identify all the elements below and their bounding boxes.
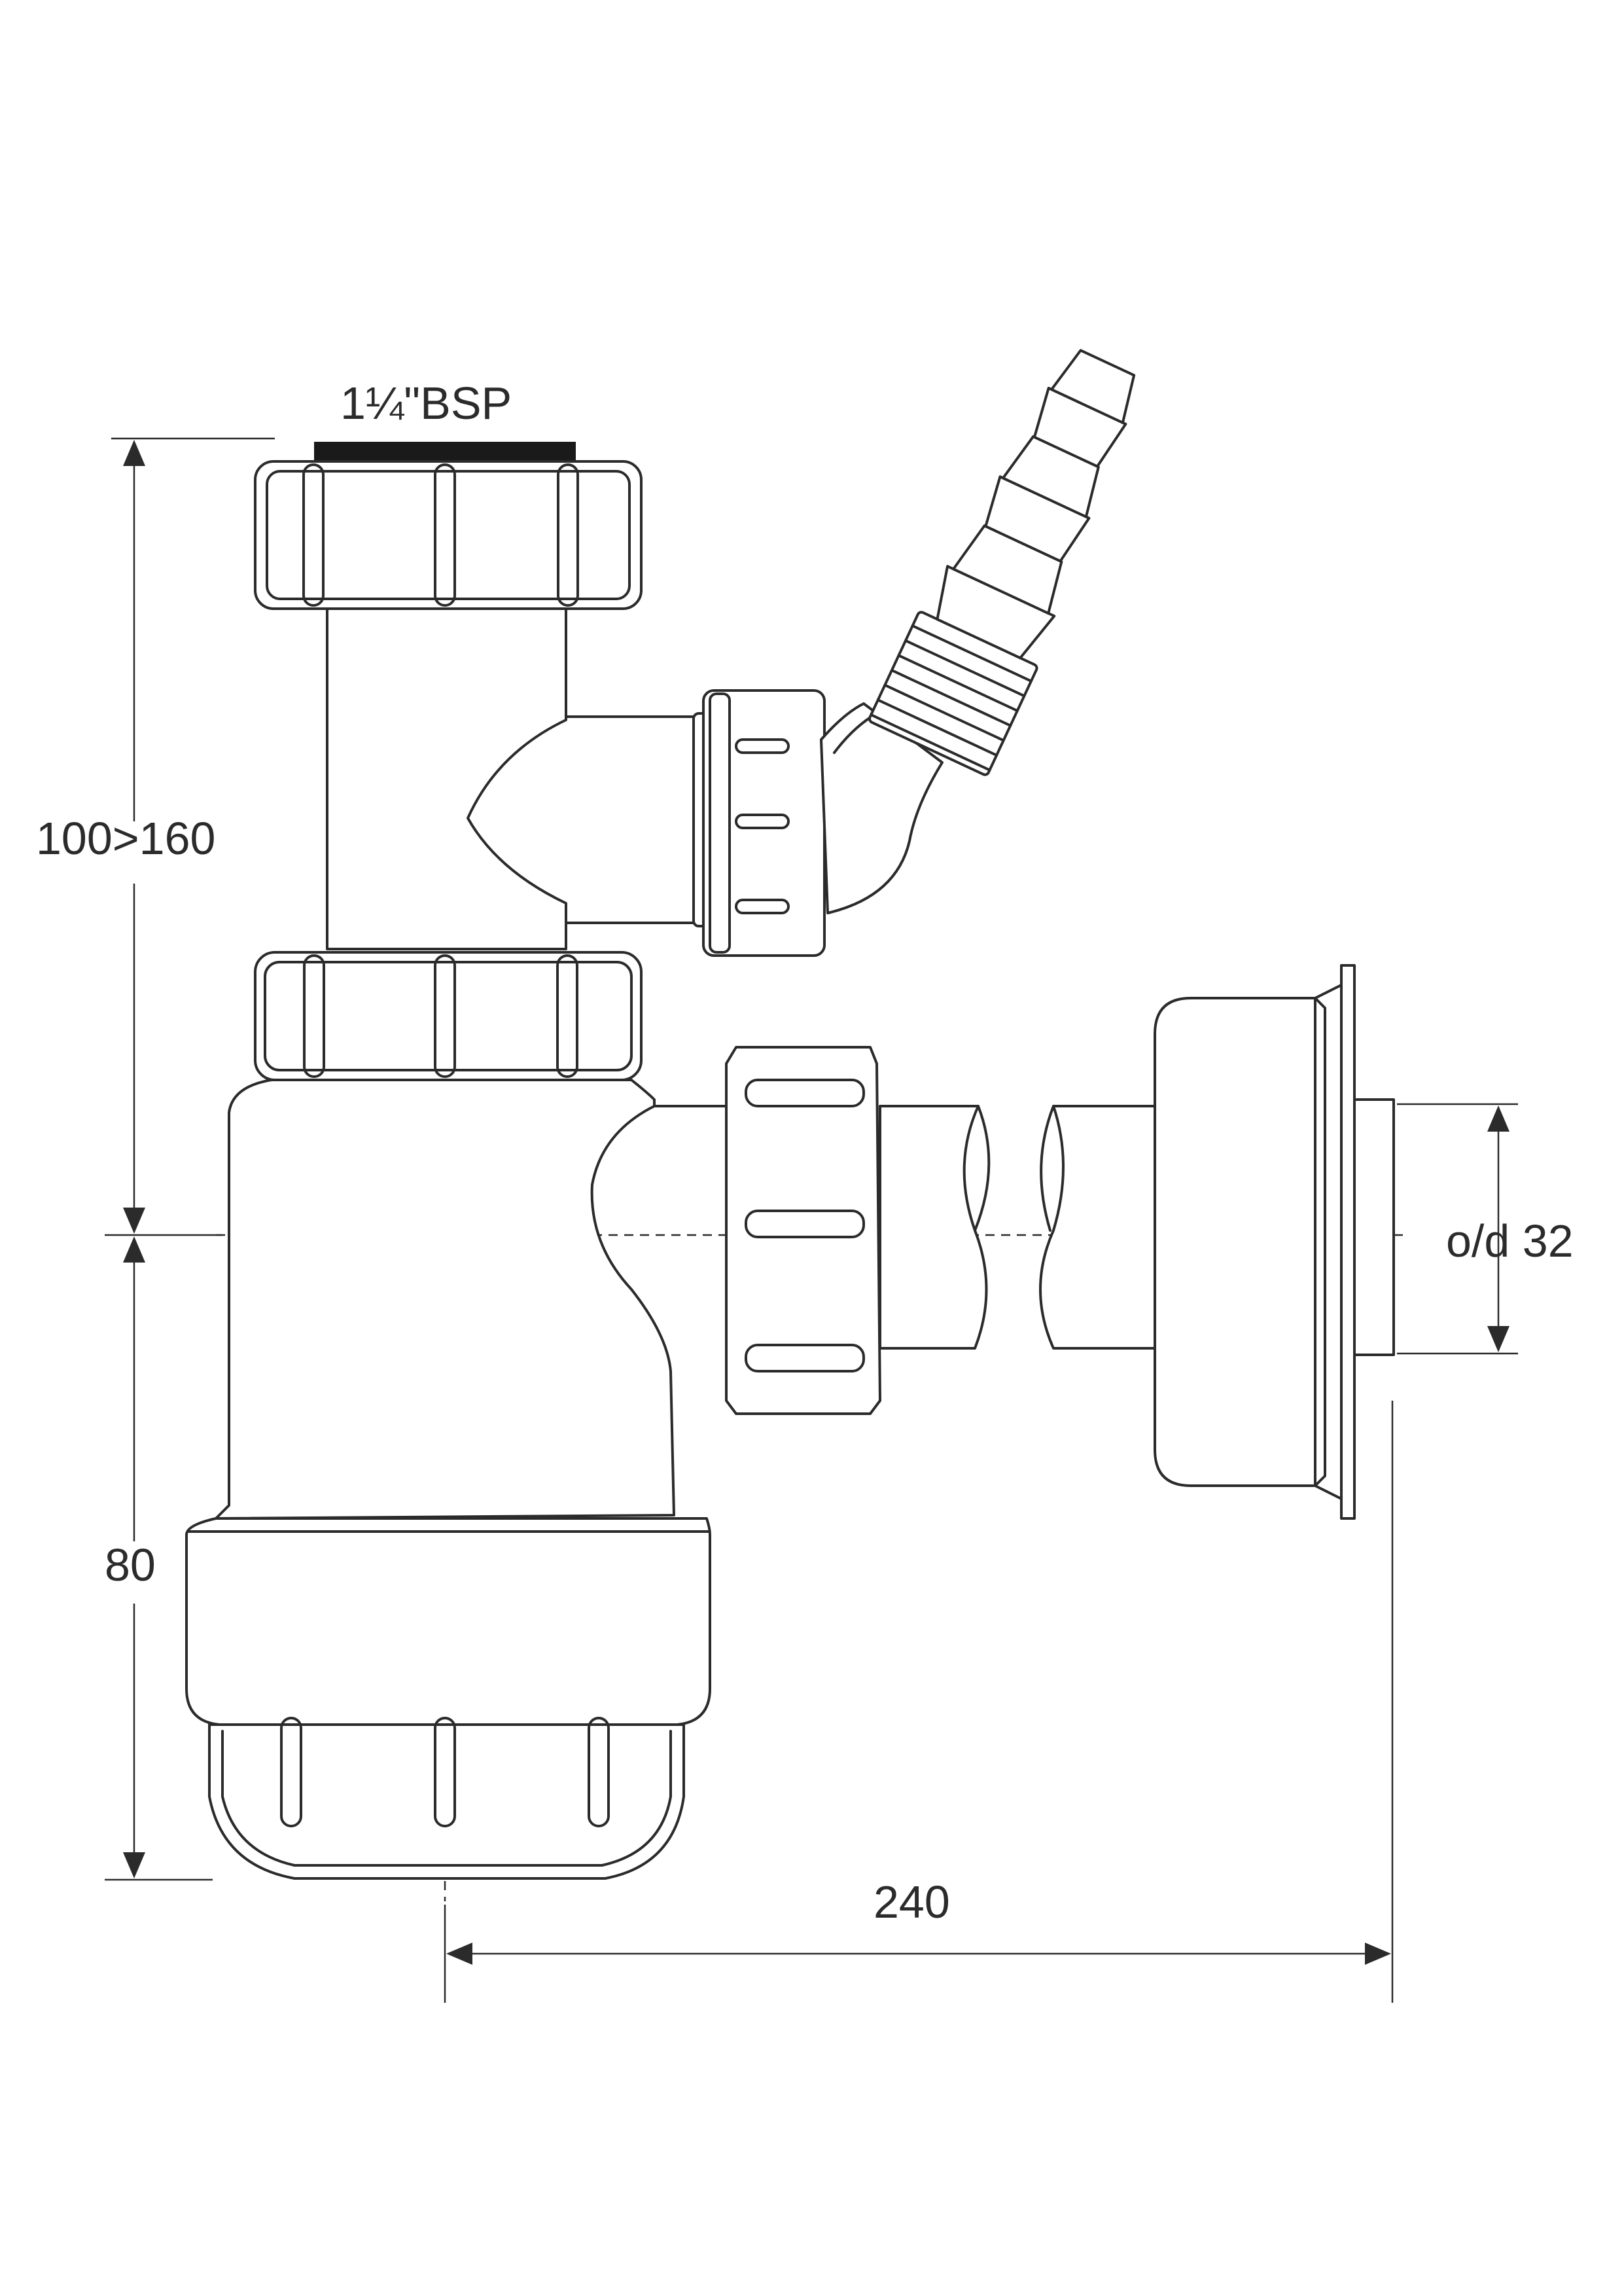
trap-body [215, 1079, 737, 1520]
wall-connector [1154, 964, 1395, 1520]
width-dimension [444, 1401, 1394, 2003]
outlet-diameter-label: o/d 32 [1446, 1215, 1574, 1266]
arrow-width-right [1365, 1943, 1391, 1965]
arrow-od-top [1487, 1105, 1509, 1132]
arrow-width-left [446, 1943, 472, 1965]
outlet-nut [725, 1046, 881, 1415]
arrow-mid-upper [123, 1208, 145, 1234]
arrow-mid-lower [123, 1236, 145, 1263]
side-branch [467, 689, 826, 957]
arrow-od-bottom [1487, 1326, 1509, 1352]
arrow-top [123, 440, 145, 466]
outlet-pipe-right [1039, 1105, 1156, 1350]
width-label: 240 [874, 1876, 950, 1928]
arrow-bottom [123, 1852, 145, 1878]
outlet-diameter-dimension [1397, 1103, 1518, 1355]
height-range-label: 100>160 [36, 813, 215, 864]
bottom-bowl [185, 1517, 711, 1880]
height-dimension [105, 437, 275, 1881]
hose-tail [868, 349, 1136, 776]
thread-label: 1¼"BSP [340, 378, 512, 429]
top-nut [254, 460, 643, 610]
bottom-height-label: 80 [105, 1539, 156, 1590]
outlet-pipe-left [879, 1105, 991, 1350]
middle-nut [254, 951, 643, 1081]
thread-bar [314, 442, 576, 460]
